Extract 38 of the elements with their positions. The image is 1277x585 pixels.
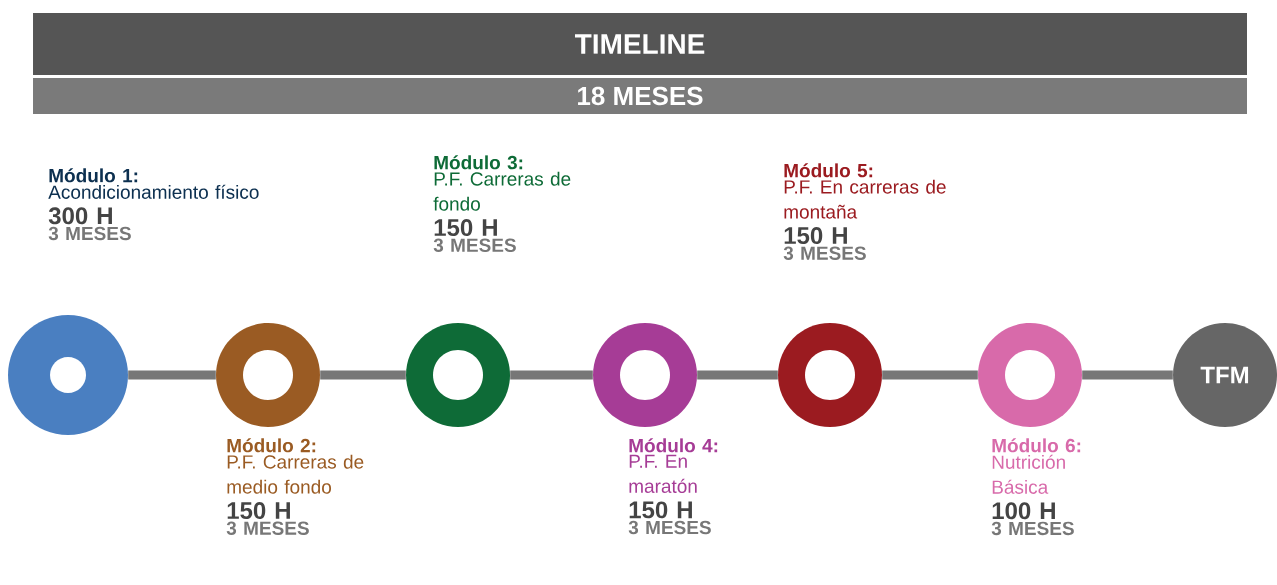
module-heading: Módulo 1: bbox=[49, 168, 138, 183]
module-title: Acondicionamiento físico bbox=[48, 184, 259, 199]
duration-text: 3 MESES bbox=[628, 520, 711, 535]
module-title: P.F. Carreras de fondo bbox=[433, 171, 571, 211]
hours-text: 150 H bbox=[227, 502, 290, 520]
hours-text: 150 H bbox=[629, 501, 692, 519]
module-title: P.F. En carreras de montaña bbox=[784, 179, 946, 219]
duration-text: 3 MESES bbox=[433, 238, 516, 252]
milestone-ring bbox=[978, 323, 1082, 427]
milestone-ring bbox=[778, 323, 882, 427]
module-title: P.F. Carreras de medio fondo bbox=[227, 454, 364, 494]
hours-text: 300 H bbox=[48, 207, 112, 225]
module-heading: Módulo 2: bbox=[227, 438, 316, 453]
module-heading: Módulo 6: bbox=[992, 438, 1081, 453]
timeline-line bbox=[697, 370, 778, 380]
duration-text: 3 MESES bbox=[226, 521, 309, 535]
module-heading: Módulo 4: bbox=[629, 438, 718, 453]
module-title: P.F. En maratón bbox=[629, 454, 697, 493]
timeline-line bbox=[320, 370, 406, 380]
duration-text: 3 MESES bbox=[48, 226, 131, 241]
timeline-line bbox=[882, 370, 978, 380]
milestone-ring bbox=[593, 323, 697, 427]
module-title: Nutrición Básica bbox=[992, 454, 1065, 494]
module-heading: Módulo 3: bbox=[434, 155, 523, 170]
hours-text: 150 H bbox=[434, 219, 497, 237]
title-band: 18 MESES bbox=[33, 78, 1247, 114]
milestone-ring bbox=[8, 315, 128, 435]
hours-text: 100 H bbox=[992, 502, 1055, 520]
timeline-line bbox=[128, 370, 216, 380]
duration-text: 3 MESES bbox=[783, 246, 866, 260]
title-band: TIMELINE bbox=[33, 13, 1247, 75]
timeline-line bbox=[1082, 370, 1173, 380]
timeline-line bbox=[510, 370, 593, 380]
hours-text: 150 H bbox=[784, 227, 847, 245]
milestone-ring bbox=[406, 323, 510, 427]
module-heading: Módulo 5: bbox=[784, 163, 873, 178]
milestone-ring bbox=[216, 323, 320, 427]
duration-text: 3 MESES bbox=[991, 521, 1074, 536]
